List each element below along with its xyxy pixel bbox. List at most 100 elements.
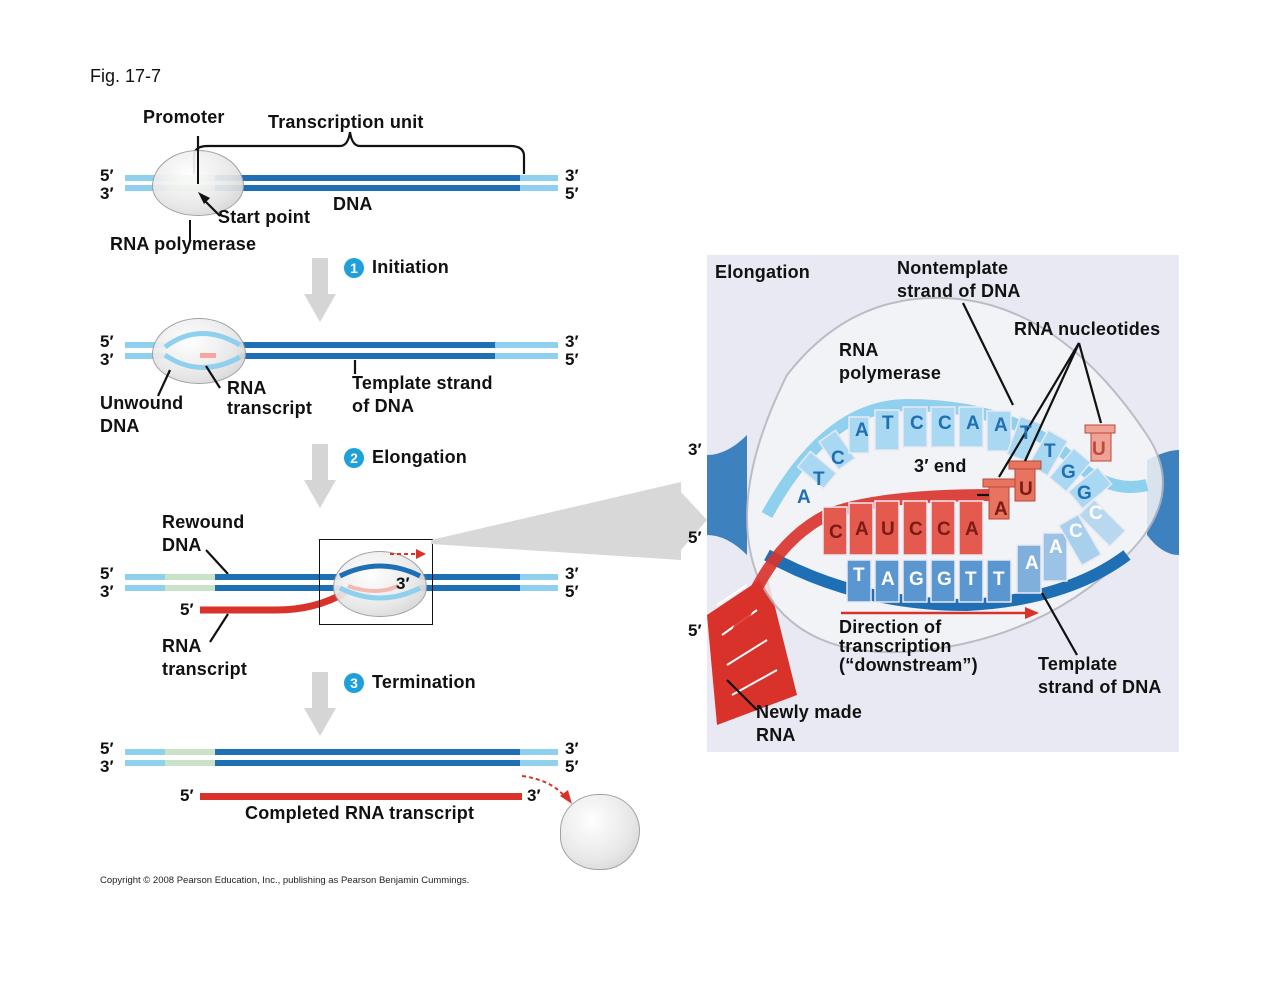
template-base-4: T [965,569,977,590]
step-number-1: 1 [344,257,364,278]
completed-rna-label: Completed RNA transcript [245,803,475,823]
zoom-callout [431,482,707,560]
released-polymerase [560,794,640,870]
panel-5prime-bottom: 5′ [688,621,702,640]
elong-rna-label-2: transcript [162,659,248,679]
step-label-initiation: Initiation [372,257,449,277]
rewound-pointer [205,549,229,575]
template-base-8: C [1069,521,1083,542]
elong-bubble [338,563,422,601]
newly-made-label-2: RNA [756,725,796,745]
dna-label: DNA [333,194,373,214]
nontemplate-base-7: T [1044,441,1056,462]
template-strand-label-2: of DNA [352,396,415,416]
panel-polymerase-label-1: RNA [839,340,879,360]
term-3prime-right: 3′ [565,739,579,758]
copyright: Copyright © 2008 Pearson Education, Inc.… [100,875,470,886]
template-base-2: G [909,569,924,590]
rna-polymerase-label: RNA polymerase [110,234,257,254]
nontemplate-base-4: A [966,413,980,434]
completed-rna [200,793,522,800]
init-rna-label-2: transcript [227,398,313,418]
step-label-termination: Termination [372,672,476,692]
rna-base-5: A [965,519,979,540]
elong-bubble-3prime: 3′ [396,574,410,593]
elong-3prime-right: 3′ [565,564,579,583]
init-3prime-left: 3′ [100,350,114,369]
step3-arrow [304,672,336,736]
init-5prime-left: 5′ [100,332,114,351]
rna-base-4: C [937,519,951,540]
direction-label-2: transcription [839,636,952,656]
nontemplate-base-1: T [882,413,894,434]
rna-polymerase-elong [333,551,427,617]
unwound-dna-label-1: Unwound [100,393,184,413]
zoom-box [319,539,433,625]
rna-base-2: U [881,519,895,540]
template-base-1: A [881,569,895,590]
term-rna-3prime: 3′ [527,786,541,805]
term-5prime-left: 5′ [100,739,114,758]
nontemplate-base-5: A [994,415,1008,436]
left-base-1: T [813,469,825,490]
init-pointers [157,365,221,397]
start-point-pointer [189,140,221,240]
template-pointer [353,360,357,374]
top-3prime-right: 3′ [565,166,579,185]
template-base-6: A [1025,553,1039,574]
panel-3prime-top: 3′ [688,440,702,459]
template-base-7: A [1049,537,1063,558]
step-termination: 3 Termination [344,672,476,693]
panel-drawing [707,296,1179,725]
rna-base-3: C [909,519,923,540]
left-base-0: A [797,487,811,508]
nontemplate-label-2: strand of DNA [897,281,1021,301]
init-3prime-right: 3′ [565,332,579,351]
elong-rna-label-1: RNA [162,636,202,656]
rna-base-0: C [829,522,843,543]
unwound-bubble [163,331,242,370]
left-base-2: C [831,448,845,469]
template-base-3: G [937,569,952,590]
nontemplate-base-9: G [1077,483,1092,504]
elong-5prime-left: 5′ [100,564,114,583]
rna-base-1: A [855,519,869,540]
panel-template-label-1: Template [1038,654,1118,674]
direction-label-1: Direction of [839,617,942,637]
template-base-5: T [993,569,1005,590]
rewound-dna-label-1: Rewound [162,512,245,532]
step-number-2: 2 [344,447,364,468]
elong-3prime-left: 3′ [100,582,114,601]
template-strand-label-1: Template strand [352,373,493,393]
step-elongation: 2 Elongation [344,447,467,468]
elong-direction-arrow [390,549,426,559]
nontemplate-base-6: T [1020,423,1032,444]
elong-rna-5prime: 5′ [180,600,194,619]
elong-rna-pointer [209,613,229,643]
template-base-0: T [853,565,865,586]
transcription-unit-label: Transcription unit [268,112,424,132]
incoming-base-2: U [1092,439,1106,460]
term-rna-5prime: 5′ [180,786,194,805]
direction-label-3: (“downstream”) [839,655,978,675]
panel-5prime-mid: 5′ [688,528,702,547]
nontemplate-base-3: C [938,413,952,434]
nontemplate-base-2: C [910,413,924,434]
top-5prime-left: 5′ [100,166,114,185]
template-base-9: C [1089,503,1103,524]
panel-template-label-2: strand of DNA [1038,677,1162,697]
rna-nucleotides-label: RNA nucleotides [1014,319,1161,339]
step2-arrow [304,444,336,508]
step1-arrow [304,258,336,322]
rewound-dna-label-2: DNA [162,535,202,555]
figure-label: Fig. 17-7 [90,66,162,86]
incoming-base-0: A [994,499,1008,520]
panel-title: Elongation [715,262,810,282]
step-label-elongation: Elongation [372,447,467,467]
unwound-dna-label-2: DNA [100,416,140,436]
nontemplate-label-1: Nontemplate [897,258,1009,278]
step-number-3: 3 [344,672,364,693]
init-rna-label-1: RNA [227,378,267,398]
start-point-label: Start point [218,207,311,227]
three-end-label: 3′ end [914,456,967,476]
